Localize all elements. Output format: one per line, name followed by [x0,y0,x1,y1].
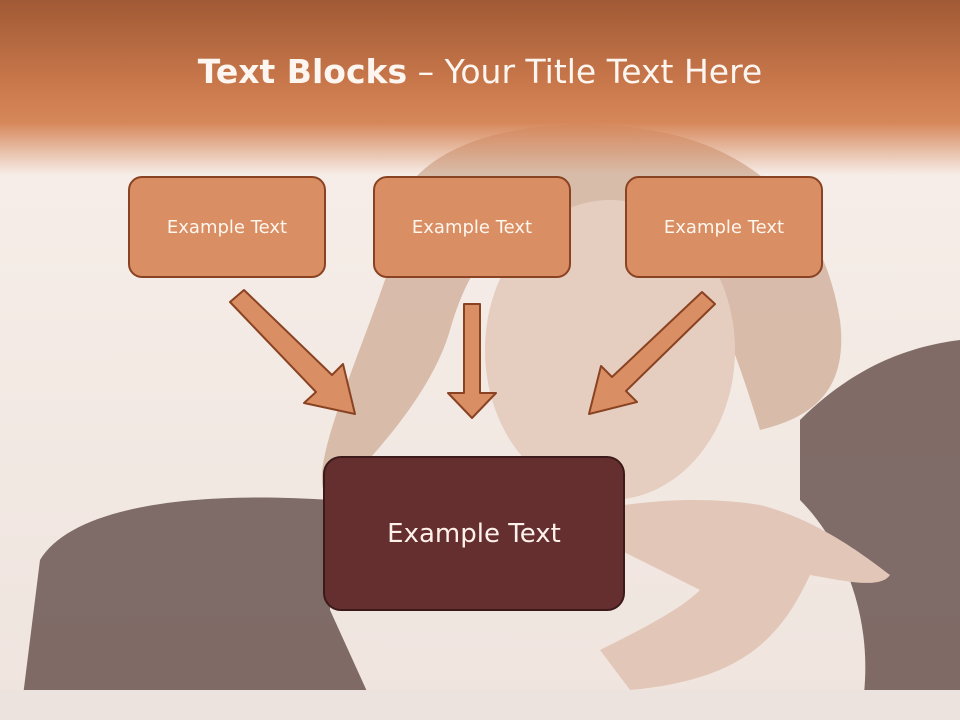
title-bold: Text Blocks [197,52,408,91]
slide-title: Text Blocks – Your Title Text Here [0,52,960,91]
text-block-3-label: Example Text [663,216,785,238]
text-block-2[interactable]: Example Text [373,176,571,278]
arrow-down-left-icon [588,291,716,415]
text-block-3[interactable]: Example Text [625,176,823,278]
title-dash: – [407,52,445,91]
arrow-down-icon [447,303,497,419]
text-block-1[interactable]: Example Text [128,176,326,278]
text-block-1-label: Example Text [166,216,288,238]
arrow-down-right-icon [229,289,356,415]
title-rest: Your Title Text Here [444,52,763,91]
header-band [0,0,960,175]
main-text-block[interactable]: Example Text [323,456,625,611]
text-block-2-label: Example Text [411,216,533,238]
main-text-block-label: Example Text [387,518,561,549]
